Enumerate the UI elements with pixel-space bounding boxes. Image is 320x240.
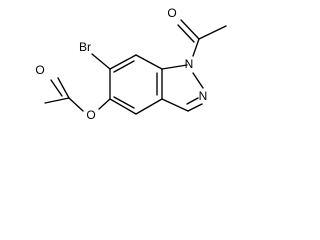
bond-acyl-c-o-second bbox=[177, 24, 195, 43]
bond-c6-c7 bbox=[109, 54, 137, 70]
atom-o-carbonyl-ester-label: O bbox=[35, 63, 44, 77]
bond-ester-c-methyl bbox=[57, 77, 70, 99]
molecule-figure: Br O O O N N bbox=[35, 6, 227, 122]
bond-c5-o-ester bbox=[98, 98, 111, 110]
bond-ester-c-methyl-second bbox=[50, 79, 63, 97]
bond-c7a-n1 bbox=[161, 64, 188, 70]
bond-acyl-c-methyl bbox=[198, 25, 227, 40]
bond-c3-c3a bbox=[161, 98, 189, 112]
structure-diagram: Br O O O N N bbox=[35, 6, 227, 122]
atom-o-ester-label: O bbox=[86, 108, 95, 122]
atom-n1-label: N bbox=[185, 57, 194, 71]
bond-n2-c3 bbox=[187, 103, 203, 112]
bonds bbox=[44, 19, 227, 115]
atom-br-label: Br bbox=[79, 40, 91, 54]
bond-c3a-c4 bbox=[135, 98, 163, 115]
atom-o-carbonyl-acetyl-label: O bbox=[167, 6, 176, 20]
bond-o-ester-c bbox=[68, 97, 84, 112]
atom-n2-label: N bbox=[199, 89, 208, 103]
bond-c7-c7a bbox=[135, 54, 163, 70]
bond-n2-c3-inner bbox=[186, 97, 199, 105]
atom-labels: Br O O O N N bbox=[35, 6, 207, 122]
bond-ester-c-o bbox=[44, 97, 70, 104]
bond-acyl-c-o bbox=[180, 19, 200, 40]
bond-n1-n2 bbox=[192, 72, 204, 89]
bond-c4-c5 bbox=[109, 98, 137, 115]
bond-c4-c5-inner bbox=[113, 96, 135, 109]
bond-c6-c7-inner bbox=[113, 60, 135, 73]
bond-c6-br bbox=[91, 53, 111, 70]
bond-n1-acyl-c bbox=[192, 38, 200, 57]
